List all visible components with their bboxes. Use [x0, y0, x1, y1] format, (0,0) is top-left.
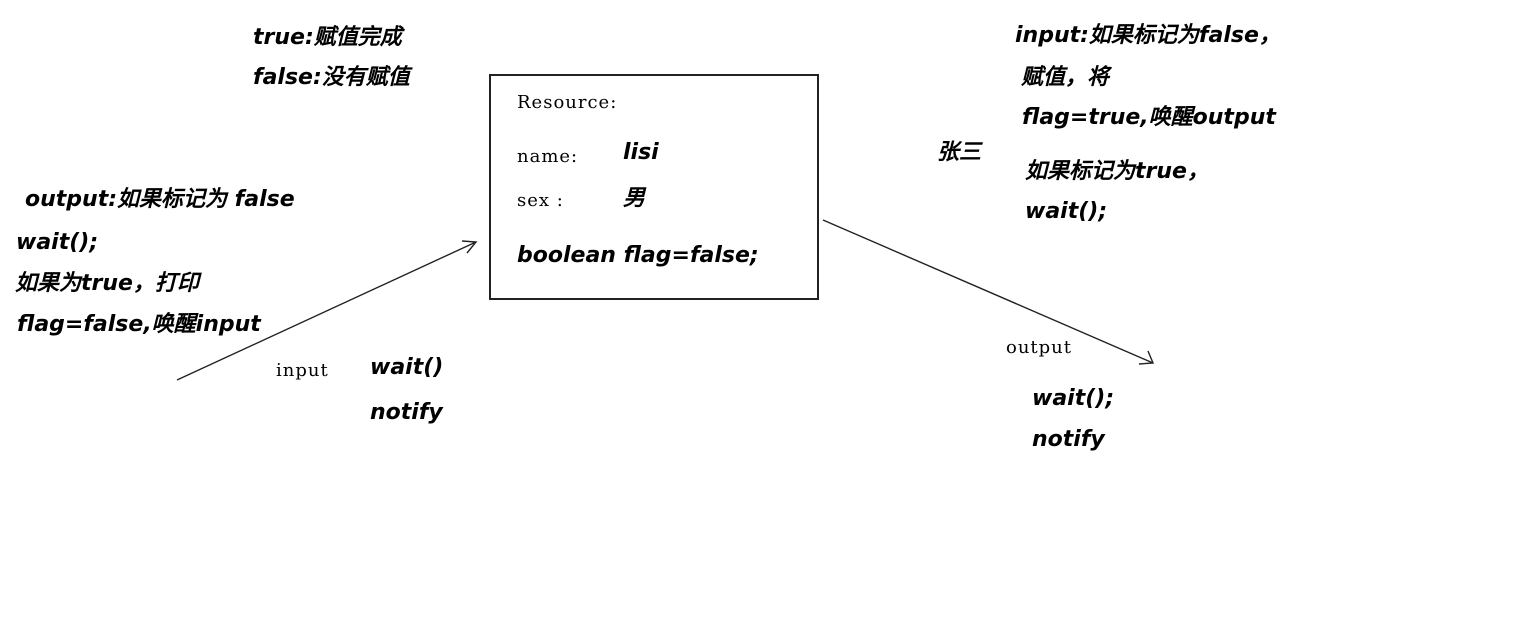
output-arrow — [822, 219, 1155, 365]
resource-box — [489, 74, 819, 300]
legend-true: true:赋值完成 — [253, 25, 402, 50]
input-note-line4: 如果标记为true， — [1025, 159, 1209, 184]
resource-flag-declaration: boolean flag=false; — [517, 243, 759, 268]
output-thread-wait: wait(); — [1032, 386, 1115, 411]
resource-heading: Resource: — [517, 92, 618, 113]
input-thread-notify: notify — [370, 400, 443, 425]
output-note-line4: flag=false,唤醒input — [17, 312, 261, 337]
legend-false: false:没有赋值 — [253, 65, 410, 90]
input-note-line5: wait(); — [1025, 199, 1108, 224]
output-note-line1: output:如果标记为 false — [25, 187, 295, 212]
zhangsan-label: 张三 — [937, 140, 982, 165]
output-thread-notify: notify — [1032, 427, 1105, 452]
resource-name-label: name: — [517, 146, 579, 167]
output-note-line2: wait(); — [16, 230, 99, 255]
output-thread-label: output — [1006, 337, 1073, 358]
resource-sex-value: 男 — [623, 186, 646, 211]
input-thread-label: input — [276, 360, 329, 381]
input-note-line1: input:如果标记为false， — [1015, 23, 1281, 48]
input-thread-wait: wait() — [370, 355, 444, 380]
input-arrow — [176, 240, 478, 381]
resource-sex-label: sex : — [517, 190, 564, 211]
input-note-line2: 赋值，将 — [1021, 65, 1110, 90]
output-note-line3: 如果为true，打印 — [15, 271, 199, 296]
resource-name-value: lisi — [623, 140, 659, 165]
input-note-line3: flag=true,唤醒output — [1022, 105, 1276, 130]
